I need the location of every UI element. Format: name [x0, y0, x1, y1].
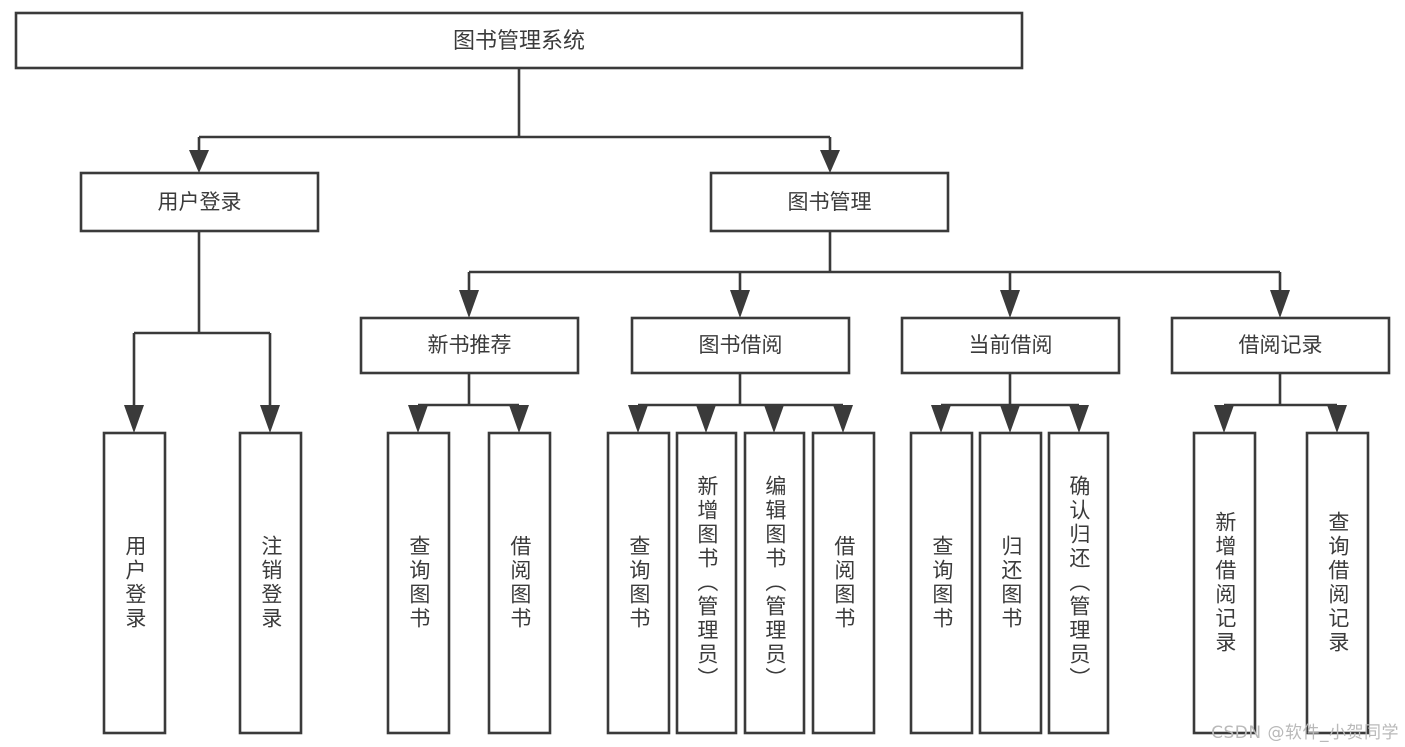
node-user-login-label: 用户登录: [158, 190, 242, 214]
watermark-text: CSDN @软件_小贺同学: [1211, 723, 1399, 743]
arrow-head-leaf-query-book-3: [931, 405, 951, 433]
node-current-borrow[interactable]: [900, 316, 1121, 375]
node-layer: 图书管理系统 用户登录 图书管理 新书推荐 图书借阅 当前借阅 借阅记录: [14, 11, 1391, 735]
node-new-book-rec[interactable]: [359, 316, 580, 375]
node-borrow-record-label: 借阅记录: [1239, 333, 1323, 357]
arrow-head-leaf-edit-book: [764, 405, 784, 433]
node-leaf-query-record[interactable]: [1305, 431, 1370, 735]
node-current-borrow-label: 当前借阅: [969, 333, 1053, 357]
node-book-manage[interactable]: [709, 171, 950, 233]
node-leaf-borrow-book-1[interactable]: [487, 431, 552, 735]
node-user-login[interactable]: [79, 171, 320, 233]
node-leaf-logout[interactable]: [238, 431, 303, 735]
node-leaf-add-book[interactable]: [675, 431, 738, 735]
node-root-label: 图书管理系统: [453, 29, 585, 54]
arrow-head-leaf-confirm-return: [1069, 405, 1089, 433]
node-book-manage-label: 图书管理: [788, 190, 872, 214]
arrow-head-book-borrow: [730, 290, 750, 318]
node-leaf-user-login[interactable]: [102, 431, 167, 735]
node-leaf-edit-book[interactable]: [743, 431, 806, 735]
arrow-head-leaf-user-login: [124, 405, 144, 433]
node-borrow-record[interactable]: [1170, 316, 1391, 375]
arrow-head-leaf-add-book: [696, 405, 716, 433]
arrow-head-borrow-record: [1270, 290, 1290, 318]
arrow-head-user-login: [189, 150, 209, 173]
node-book-borrow[interactable]: [630, 316, 851, 375]
arrow-head-leaf-return-book: [1000, 405, 1020, 433]
arrow-head-leaf-query-book-2: [628, 405, 648, 433]
connector-layer: [124, 68, 1347, 433]
node-leaf-query-book-1[interactable]: [386, 431, 451, 735]
node-leaf-return-book[interactable]: [978, 431, 1043, 735]
arrow-head-leaf-borrow-book-2: [833, 405, 853, 433]
arrow-head-book-manage: [820, 150, 840, 173]
arrow-head-current-borrow: [1000, 290, 1020, 318]
node-leaf-query-book-2[interactable]: [606, 431, 671, 735]
arrow-head-leaf-query-record: [1327, 405, 1347, 433]
node-root[interactable]: [14, 11, 1024, 70]
node-leaf-add-record[interactable]: [1192, 431, 1257, 735]
node-leaf-query-book-3[interactable]: [909, 431, 974, 735]
arrow-head-leaf-borrow-book-1: [509, 405, 529, 433]
node-leaf-borrow-book-2[interactable]: [811, 431, 876, 735]
arrow-head-leaf-logout: [260, 405, 280, 433]
node-new-book-rec-label: 新书推荐: [428, 333, 512, 357]
node-leaf-confirm-return[interactable]: [1047, 431, 1110, 735]
arrow-head-leaf-add-record: [1214, 405, 1234, 433]
arrow-head-new-book-rec: [459, 290, 479, 318]
node-book-borrow-label: 图书借阅: [699, 333, 783, 357]
arrow-head-leaf-query-book-1: [408, 405, 428, 433]
